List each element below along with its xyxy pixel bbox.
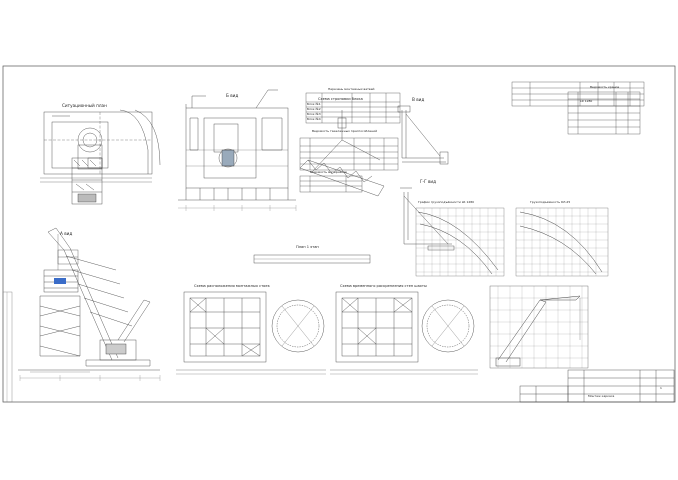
label-plan-1: План 1 этап <box>296 245 319 249</box>
sling-row-2: Блок №2 <box>307 107 321 111</box>
crane-outline-right <box>489 285 589 369</box>
label-sling-scheme: Схема строповки блока <box>318 97 363 101</box>
temporary-bracing-scheme <box>330 291 478 375</box>
rigging-table <box>299 137 399 171</box>
label-rigging-table-title: Ведомость такелажных приспособлений <box>312 129 378 133</box>
label-graph-left: График грузоподъёмности LR 1280 <box>418 200 475 204</box>
material-table <box>299 175 363 193</box>
view-b-elevation <box>178 89 296 201</box>
label-view-v: В вид <box>412 97 425 102</box>
sling-row-3: Блок №3 <box>307 112 321 116</box>
label-graph-right: Грузоподъёмность КЛ-25 <box>530 200 571 204</box>
view-a-detail <box>57 249 79 265</box>
plan-1-beam <box>253 254 371 264</box>
crawler-crane-drawing <box>18 227 160 373</box>
title-block <box>519 369 675 403</box>
sheet-frame <box>2 65 676 403</box>
stamp-title: Монтаж каркаса <box>588 394 615 398</box>
label-view-g: Г-Г вид <box>420 179 437 184</box>
load-graph-left <box>415 207 505 277</box>
label-scheme-right: Схема временного раскрепления стен шахты <box>340 284 427 288</box>
label-scheme-left: Схема расположения монтажных стоек <box>194 284 270 288</box>
sling-table <box>305 92 401 124</box>
side-strip <box>2 291 13 403</box>
sling-row-1: Блок №1 <box>307 102 321 106</box>
mounting-racks-scheme <box>176 291 326 375</box>
label-material-table-title: Ведомость материалов <box>310 170 347 174</box>
label-sling-table-title: Перечень монтажных ветвей <box>328 87 375 91</box>
sling-scheme-drawing <box>299 110 385 197</box>
label-view-b: Б вид <box>226 93 239 98</box>
site-plan-view <box>40 109 161 183</box>
foundation-section <box>71 157 103 205</box>
sling-row-4: Блок №4 <box>307 117 321 121</box>
bottom-dimension-lines <box>19 375 161 381</box>
label-view-a: А вид <box>60 231 73 236</box>
load-graph-right <box>515 207 609 277</box>
crane-row-1: LR 1280 <box>580 99 593 103</box>
view-v-drawing <box>397 105 449 165</box>
label-crane-table-title: Ведомость кранов <box>590 85 620 89</box>
view-b-dimensions <box>178 205 297 211</box>
view-g-drawing <box>400 187 455 251</box>
stamp-sheet-no: 1 <box>660 386 662 390</box>
label-site-plan: Ситуационный план <box>62 103 107 108</box>
crane-table <box>567 91 641 135</box>
